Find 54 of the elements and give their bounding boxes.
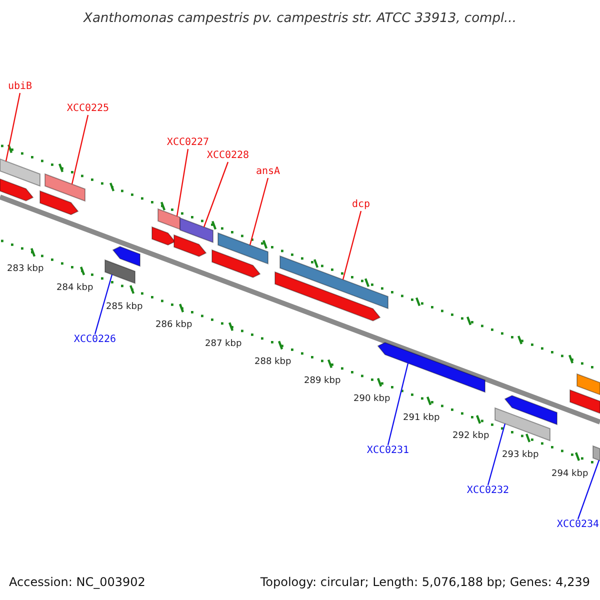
gene-label: ansA — [256, 167, 280, 177]
genome-info-text: Topology: circular; Length: 5,076,188 bp; Genes: 4,239 — [260, 576, 590, 588]
gene-label: XCC0227 — [166, 138, 210, 148]
tick-label: 288 kbp — [254, 358, 292, 368]
accession-text: Accession: NC_003902 — [9, 576, 146, 588]
gene-label: XCC0228 — [206, 151, 250, 161]
gene-segment — [158, 208, 180, 230]
leader-line — [203, 162, 229, 228]
leader-line — [5, 92, 21, 162]
gene-segment — [44, 173, 86, 202]
leader-line — [387, 363, 409, 446]
tick-label: 290 kbp — [354, 395, 390, 404]
gene-segment — [0, 158, 40, 187]
gene-segment — [212, 249, 261, 278]
gene-segment — [174, 234, 207, 257]
gene-segment — [576, 373, 600, 396]
tick-label: 289 kbp — [304, 376, 341, 386]
gene-segment — [570, 389, 600, 414]
leader-line — [176, 148, 189, 216]
gene-segment — [180, 217, 214, 244]
leader-line — [487, 424, 506, 486]
tick-label: 291 kbp — [403, 414, 440, 423]
tick-label: 286 kbp — [156, 321, 192, 330]
gene-segment — [274, 271, 381, 322]
tick-label: 284 kbp — [56, 284, 94, 293]
gene-label: XCC0231 — [366, 446, 410, 456]
gene-label: XCC0225 — [66, 104, 110, 114]
gene-segment — [104, 259, 136, 284]
gene-segment — [152, 226, 176, 246]
gene-segment — [504, 395, 558, 426]
tick-label: 293 kbp — [502, 451, 539, 460]
leader-line — [577, 460, 600, 520]
gene-segment — [112, 246, 140, 267]
gene-segment — [218, 232, 268, 265]
leader-line — [94, 274, 113, 334]
gene-segment — [40, 190, 79, 216]
gene-label: XCC0232 — [466, 486, 510, 496]
tick-label: 285 kbp — [106, 302, 143, 312]
tick-label: 283 kbp — [7, 265, 44, 274]
gene-label: XCC0234 — [556, 520, 600, 530]
tick-label: 294 kbp — [552, 470, 588, 479]
gene-label: ubiB — [8, 82, 32, 92]
leader-line — [249, 178, 269, 246]
gene-segment — [377, 342, 486, 393]
leader-line — [71, 114, 89, 184]
gene-segment — [0, 178, 34, 202]
gene-label: dcp — [352, 200, 370, 210]
diagram-title: Xanthomonas campestris pv. campestris str. ATCC 33913, compl... — [82, 12, 518, 25]
gene-label: XCC0226 — [74, 335, 116, 345]
gene-segment — [592, 445, 600, 462]
tick-label: 287 kbp — [205, 340, 242, 349]
tick-label: 292 kbp — [452, 432, 490, 442]
gene-segment — [494, 407, 550, 442]
gene-segment — [280, 255, 388, 310]
